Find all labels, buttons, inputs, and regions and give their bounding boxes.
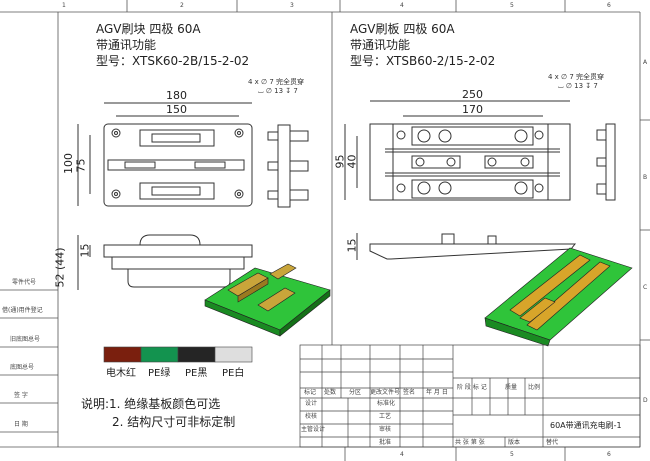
- right-title-line: 带通讯功能: [350, 38, 411, 52]
- tb-approve: 批准: [379, 439, 392, 446]
- strip-date: 日 期: [14, 421, 28, 428]
- right-top-view: [344, 100, 616, 201]
- border-row-b: B: [643, 174, 648, 181]
- strip-borrowed-register: 借(通)用件登记: [2, 307, 43, 314]
- tb-replace: 替代: [546, 439, 559, 446]
- right-product-title: AGV刷板 四极 60A 带通讯功能 型号：XTSB60-2/15-2-02: [350, 21, 495, 69]
- dim-150: 150: [166, 103, 187, 116]
- note-2: 2. 结构尺寸可非标定制: [112, 415, 236, 429]
- tb-chief-design: 主管设计: [301, 426, 326, 433]
- right-side-view: [356, 233, 577, 260]
- color-label-pe-green: PE绿: [148, 368, 171, 379]
- tb-process: 工艺: [379, 413, 392, 420]
- tb-header-mark: 标记: [304, 389, 317, 396]
- tb-header-change-doc: 更改文件号: [370, 389, 401, 396]
- strip-signature: 签 字: [14, 392, 28, 399]
- tb-stage-mark: 阶 段 标 记: [457, 384, 487, 391]
- tb-version: 版本: [508, 439, 521, 446]
- left-title-line: 带通讯功能: [96, 38, 157, 52]
- left-counterbore-note: ⌴ ∅ 13 ↧ 7: [258, 87, 298, 95]
- dim-180: 180: [166, 89, 187, 102]
- dim-100: 100: [62, 153, 75, 174]
- color-swatch: [214, 346, 253, 363]
- tb-header-date: 年 月 日: [426, 389, 448, 396]
- dim-40: 40: [345, 154, 359, 169]
- color-legend-swatches: [103, 346, 253, 363]
- color-swatch: [103, 346, 142, 363]
- dim-170: 170: [462, 103, 483, 116]
- border-col-5: 5: [510, 2, 514, 9]
- tb-sheet: 共 张 第 张: [455, 439, 485, 446]
- tb-weight: 质量: [505, 384, 518, 391]
- tb-header-zone: 分区: [349, 389, 362, 396]
- tb-check: 校核: [305, 413, 318, 420]
- border-col-6: 6: [607, 2, 611, 9]
- strip-base-number: 底图总号: [10, 364, 35, 371]
- right-model-number: 型号：XTSB60-2/15-2-02: [350, 54, 496, 68]
- strip-old-base-number: 旧底图总号: [10, 336, 41, 343]
- dim-75: 75: [74, 158, 88, 173]
- color-label-pe-black: PE黑: [185, 368, 208, 379]
- border-bottom-6: 6: [607, 451, 611, 458]
- color-swatch: [140, 346, 179, 363]
- tb-standardize: 标准化: [377, 400, 396, 407]
- border-col-3: 3: [290, 2, 294, 9]
- left-model-number: 型号：XTSK60-2B/15-2-02: [96, 54, 250, 68]
- tb-scale: 比例: [528, 384, 541, 391]
- right-3d-render: [484, 247, 633, 347]
- right-title-line: AGV刷板 四极 60A: [350, 22, 455, 36]
- color-swatch: [177, 346, 216, 363]
- dim-right-15: 15: [345, 238, 359, 253]
- dim-95: 95: [333, 154, 347, 169]
- left-title-line: AGV刷块 四极 60A: [96, 22, 201, 36]
- border-col-1: 1: [62, 2, 66, 9]
- note-1: 说明:1. 绝缘基板颜色可选: [81, 397, 221, 411]
- right-counterbore-note: ⌴ ∅ 13 ↧ 7: [558, 82, 598, 90]
- left-3d-render: [204, 263, 331, 337]
- left-side-view: [77, 234, 253, 290]
- tb-header-count: 处数: [324, 389, 337, 396]
- border-bottom-4: 4: [400, 451, 404, 458]
- left-hole-note: 4 x ∅ 7 完全贯穿: [248, 78, 305, 86]
- dim-250: 250: [462, 88, 483, 101]
- tb-drawing-name: 60A带通讯充电刷-1: [550, 421, 622, 430]
- border-row-c: C: [643, 284, 648, 291]
- border-row-d: D: [643, 397, 648, 404]
- left-top-view: [77, 102, 309, 208]
- tb-review: 审核: [379, 426, 392, 433]
- right-hole-note: 4 x ∅ 7 完全贯穿: [548, 73, 605, 81]
- border-col-2: 2: [180, 2, 184, 9]
- title-block: [299, 344, 641, 448]
- border-bottom-5: 5: [510, 451, 514, 458]
- strip-part-code: 零件代号: [12, 279, 37, 286]
- dim-15: 15: [78, 243, 92, 258]
- color-label-bakelite-red: 电木红: [106, 368, 136, 379]
- color-label-pe-white: PE白: [222, 368, 245, 379]
- left-product-title: AGV刷块 四极 60A 带通讯功能 型号：XTSK60-2B/15-2-02: [96, 21, 249, 69]
- border-row-a: A: [643, 59, 648, 66]
- tb-design: 设计: [305, 400, 318, 407]
- dim-52-44: 52 (44): [53, 247, 67, 288]
- tb-header-sign: 签名: [403, 389, 416, 396]
- border-col-4: 4: [400, 2, 404, 9]
